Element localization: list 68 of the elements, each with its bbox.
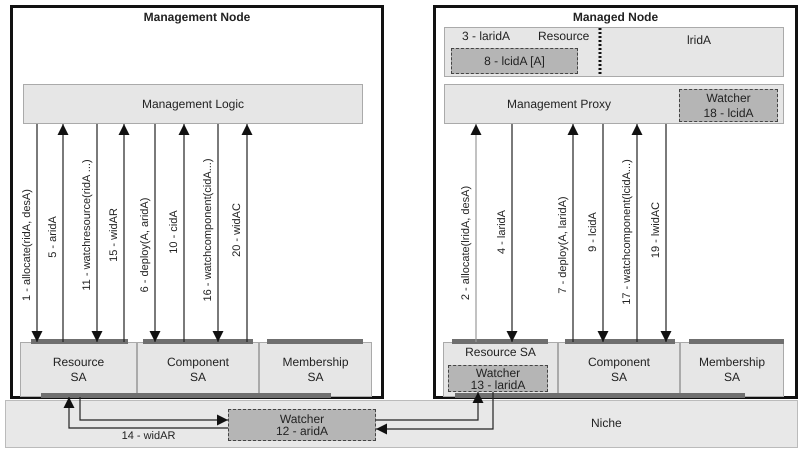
- edge-label: 14 - widAR: [122, 430, 176, 442]
- node-label: 3 - laridA: [462, 30, 510, 43]
- arrow: [64, 397, 228, 429]
- node-label: Niche: [591, 417, 622, 430]
- node-title: Managed Node: [572, 11, 660, 24]
- watcher-box: [448, 365, 548, 392]
- component-box: [23, 84, 363, 124]
- edge-label: 11 - watchresource(ridA ...): [81, 159, 93, 291]
- node-label: Resource: [538, 30, 590, 43]
- arrow: [376, 392, 484, 421]
- edge-label: 2 - allocate(lridA, desA): [460, 186, 472, 300]
- node-label: Watcher: [706, 90, 751, 106]
- edge-label: 20 - widAC: [231, 203, 243, 257]
- watcher-box: [228, 409, 376, 441]
- node-label: Membership SA: [698, 354, 766, 384]
- node-label: 18 - lcidA: [703, 106, 754, 120]
- component-box: [680, 342, 784, 397]
- node-label: Component SA: [166, 354, 230, 384]
- node-frame: [10, 5, 384, 399]
- component-box: [20, 342, 137, 397]
- arrow: [32, 124, 42, 342]
- edge-label: 19 - lwidAC: [650, 202, 662, 258]
- arrow: [632, 124, 642, 342]
- node-label: 13 - laridA: [470, 378, 526, 390]
- component-box: [444, 27, 784, 77]
- arrow: [660, 124, 672, 342]
- component-box: [444, 84, 784, 124]
- edge-label: 9 - lcidA: [587, 212, 599, 252]
- node-label: 8 - lcidA [A]: [484, 54, 545, 68]
- arrow: [178, 124, 190, 342]
- arrow: [506, 124, 518, 342]
- arrow: [376, 392, 494, 434]
- arrow: [118, 124, 130, 342]
- node-label: Management Logic: [142, 96, 244, 112]
- node-label: 12 - aridA: [276, 425, 328, 437]
- node-label: lridA: [687, 34, 712, 47]
- edge-label: 1 - allocate(ridA, desA): [21, 189, 33, 301]
- arrow: [242, 124, 252, 342]
- edge-label: 17 - watchcomponent(lcidA...): [621, 159, 633, 305]
- arrow: [598, 124, 608, 342]
- edge-label: 6 - deploy(A, aridA): [139, 198, 151, 292]
- arrow: [212, 124, 224, 342]
- node-label: Resource SA: [465, 345, 536, 360]
- arrow: [79, 397, 228, 426]
- component-box: [443, 342, 558, 397]
- component-box: [259, 342, 372, 397]
- watcher-box: [679, 89, 778, 122]
- node-label: Watcher: [476, 366, 520, 378]
- node-label: Membership SA: [281, 354, 350, 384]
- edge-label: 16 - watchcomponent(cidA...): [202, 158, 214, 302]
- arrow: [92, 124, 102, 342]
- node-label: Component SA: [586, 354, 652, 384]
- node-label: Management Proxy: [506, 96, 612, 112]
- niche-band: [5, 400, 798, 448]
- arrow: [470, 124, 482, 342]
- arrow: [58, 124, 68, 342]
- edge-label: 10 - cidA: [168, 210, 180, 254]
- arrow: [568, 124, 578, 342]
- node-frame: [433, 5, 798, 399]
- node-label: Resource SA: [52, 354, 106, 384]
- node-title: Management Node: [142, 11, 252, 24]
- node-label: Watcher: [280, 413, 324, 425]
- edge-label: 4 - laridA: [496, 210, 508, 254]
- watcher-box: [451, 48, 578, 74]
- arrow: [150, 124, 160, 342]
- edge-label: 5 - aridA: [47, 216, 59, 258]
- edge-label: 15 - widAR: [108, 208, 120, 262]
- edge-label: 7 - deploy(A, laridA): [557, 196, 569, 294]
